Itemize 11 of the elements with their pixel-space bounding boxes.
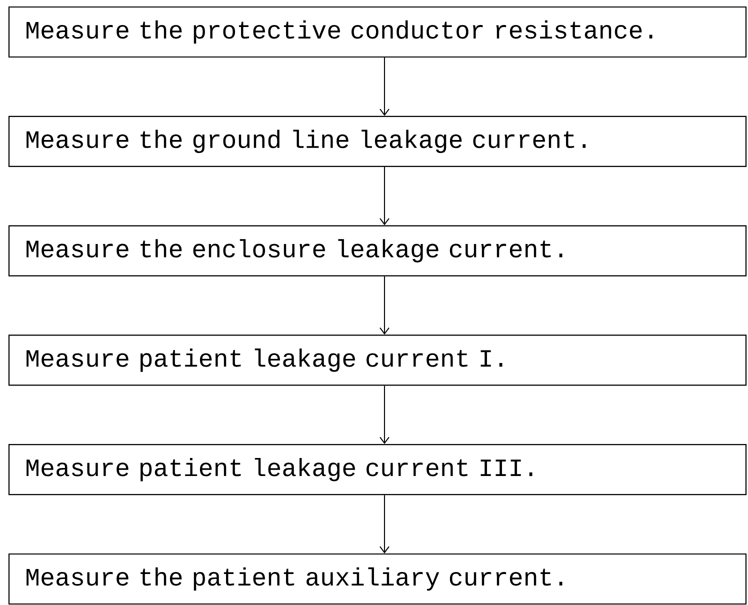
arrow	[380, 385, 390, 444]
arrow	[380, 276, 390, 335]
step-box: Measure the enclosure leakage current.	[8, 225, 747, 276]
step-box: Measure patient leakage current I.	[8, 334, 747, 386]
step-box: Measure patient leakage current III.	[8, 444, 747, 496]
step-box: Measure the protective conductor resistance.	[8, 6, 747, 58]
step-box: Measure the patient auxiliary current.	[8, 553, 747, 605]
arrow	[380, 57, 390, 116]
arrow	[380, 494, 390, 554]
arrow	[380, 166, 390, 226]
step-box: Measure the ground line leakage current.	[8, 116, 747, 167]
